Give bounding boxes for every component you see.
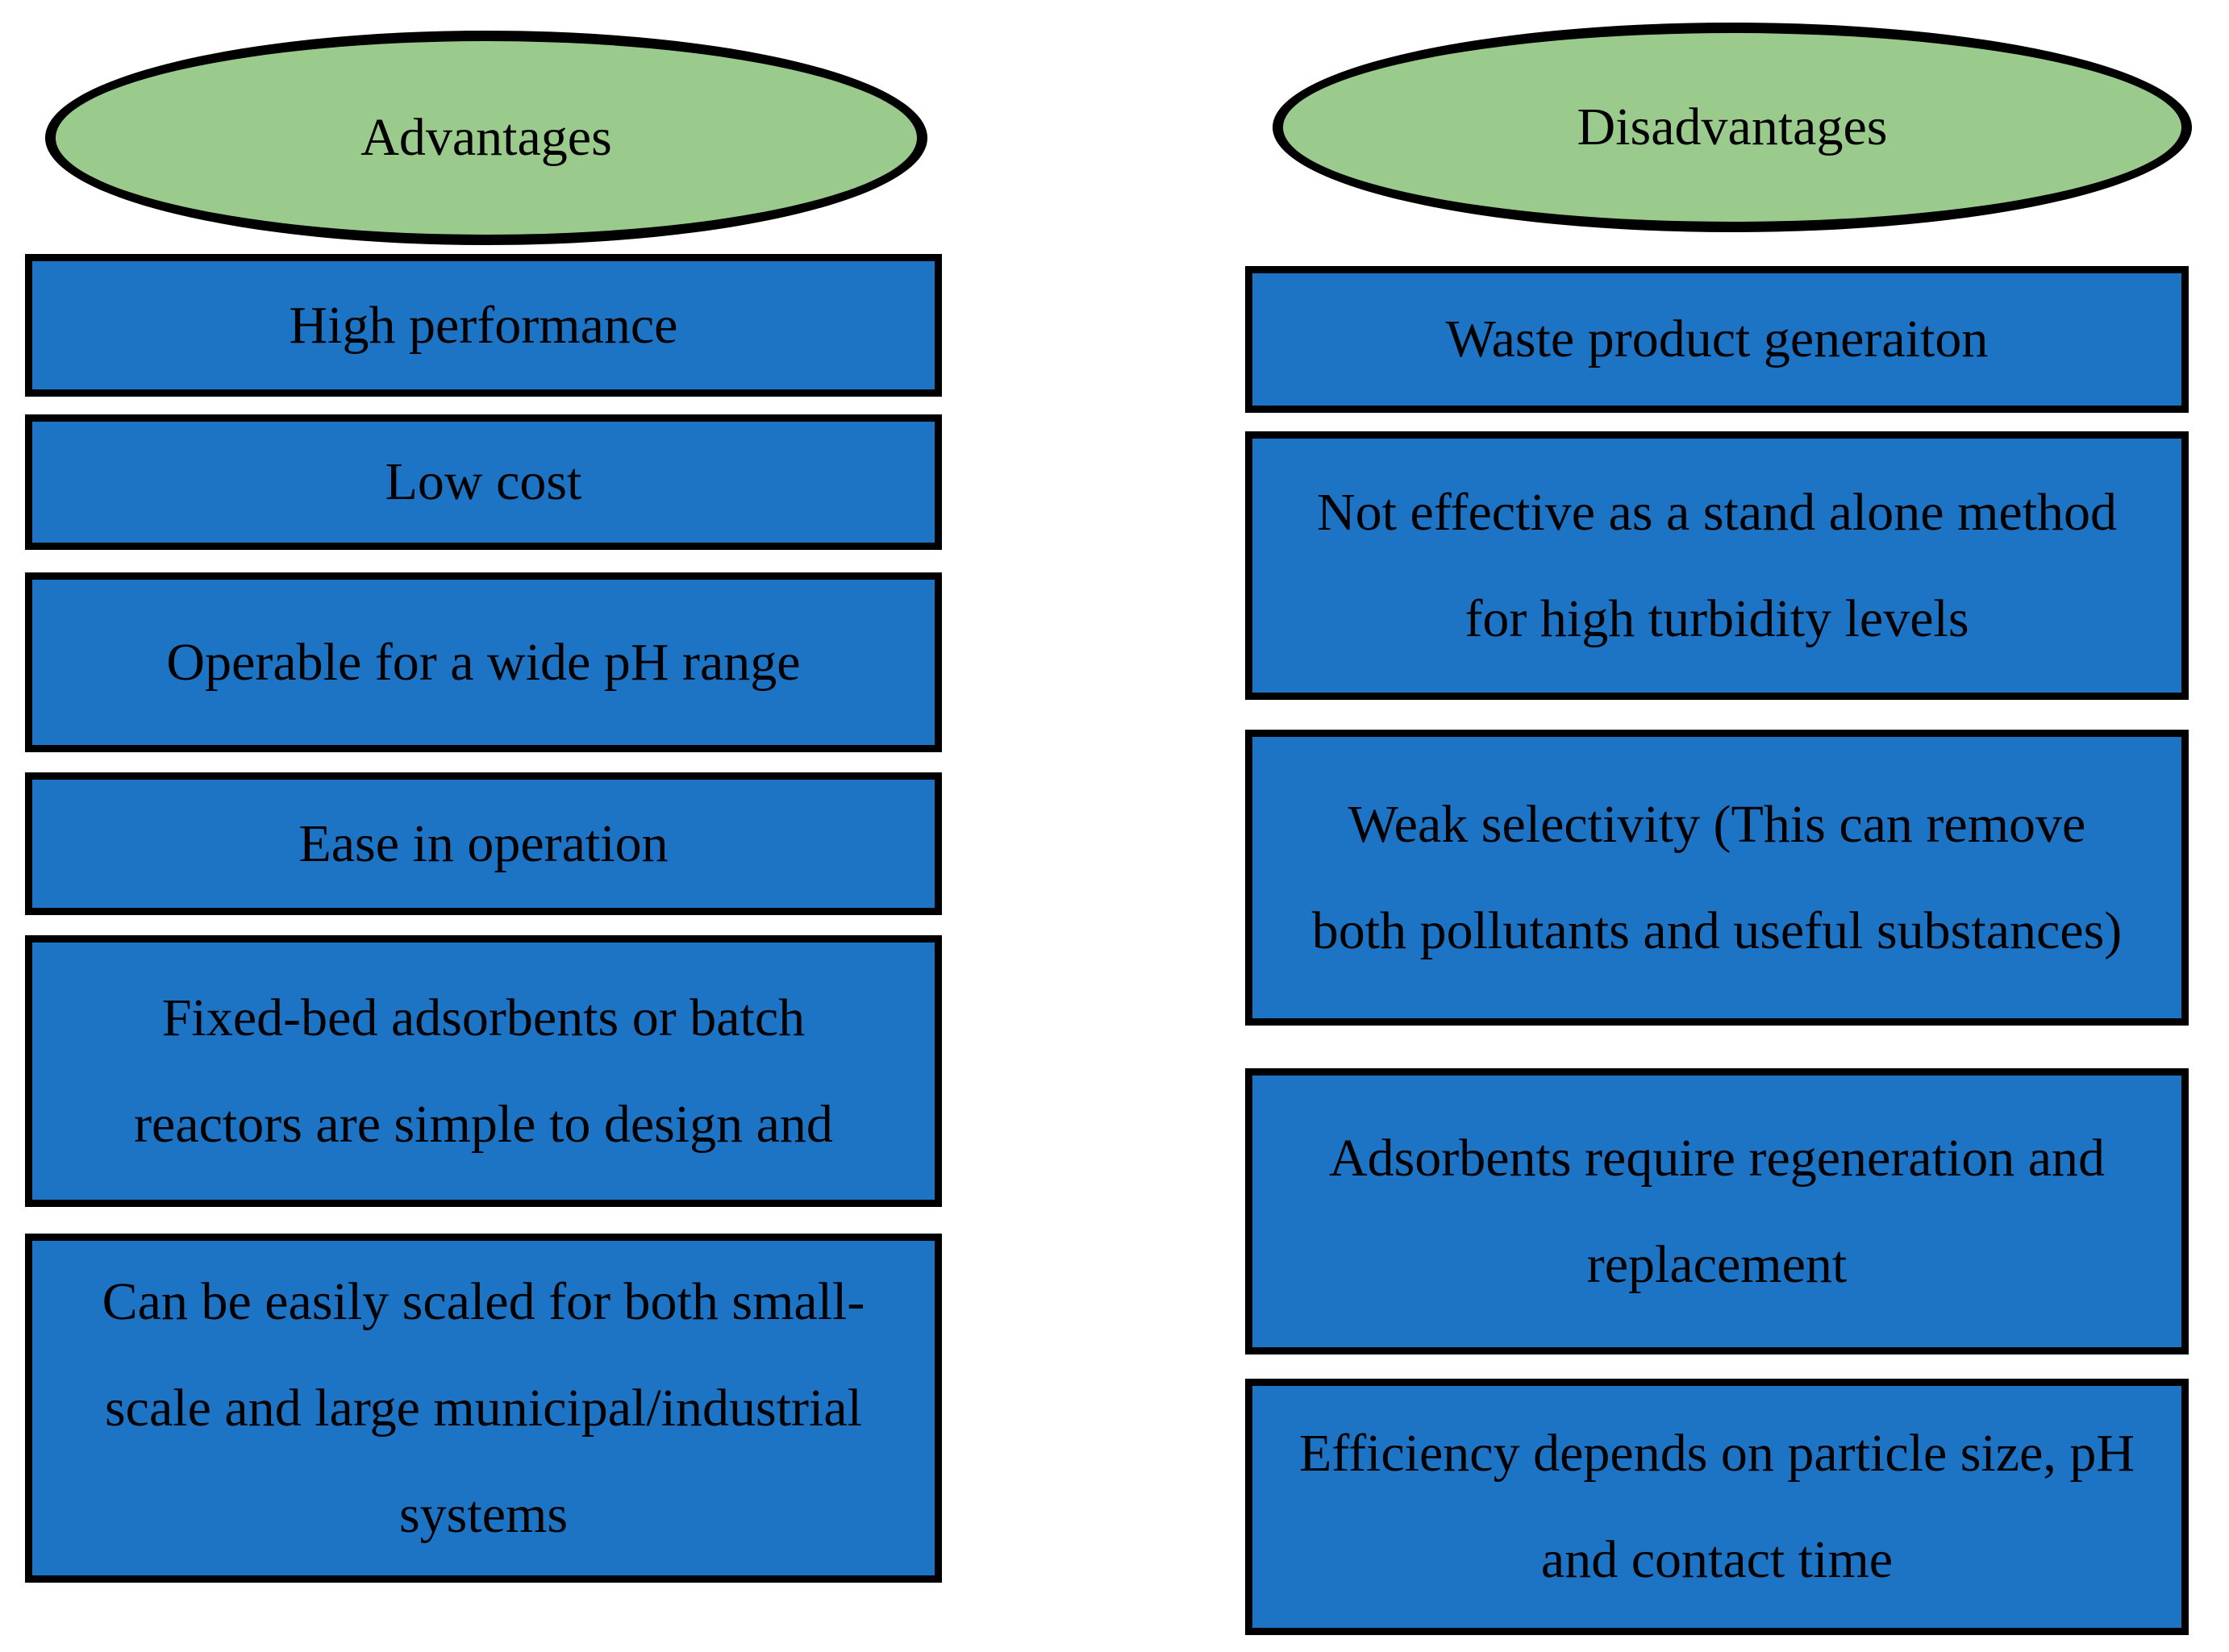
advantage-box-fixed-bed: Fixed-bed adsorbents or batch reactors a… bbox=[25, 935, 942, 1207]
disadvantage-box-regeneration: Adsorbents require regeneration and repl… bbox=[1245, 1068, 2189, 1354]
disadvantage-text: replacement bbox=[1586, 1234, 1848, 1294]
advantage-text: systems bbox=[398, 1484, 569, 1544]
advantage-box-low-cost: Low cost bbox=[25, 414, 942, 550]
advantage-text: Ease in operation bbox=[298, 814, 669, 873]
disadvantage-text: Not effective as a stand alone method bbox=[1316, 482, 2118, 542]
advantages-header-label: Advantages bbox=[360, 108, 612, 167]
advantages-header-ellipse: Advantages bbox=[45, 31, 927, 245]
disadvantage-box-not-standalone: Not effective as a stand alone method fo… bbox=[1245, 431, 2189, 700]
advantage-box-ease-operation: Ease in operation bbox=[25, 772, 942, 915]
disadvantage-box-weak-selectivity: Weak selectivity (This can remove both p… bbox=[1245, 730, 2189, 1026]
advantage-box-scalable: Can be easily scaled for both small- sca… bbox=[25, 1234, 942, 1583]
disadvantage-text: both pollutants and useful substances) bbox=[1311, 901, 2123, 960]
advantage-text: Fixed-bed adsorbents or batch bbox=[161, 988, 806, 1047]
advantage-text: scale and large municipal/industrial bbox=[105, 1378, 862, 1438]
disadvantage-text: Weak selectivity (This can remove bbox=[1348, 794, 2086, 854]
advantage-text: Low cost bbox=[385, 452, 582, 511]
disadvantage-box-waste: Waste product generaiton bbox=[1245, 266, 2189, 413]
disadvantage-text: for high turbidity levels bbox=[1464, 589, 1969, 648]
disadvantage-text: Adsorbents require regeneration and bbox=[1328, 1128, 2106, 1188]
advantage-text: Operable for a wide pH range bbox=[166, 632, 801, 692]
disadvantages-header-label: Disadvantages bbox=[1577, 98, 1888, 156]
disadvantage-text: and contact time bbox=[1540, 1530, 1894, 1589]
disadvantage-text: Efficiency depends on particle size, pH bbox=[1298, 1424, 2135, 1483]
disadvantages-header-ellipse: Disadvantages bbox=[1273, 23, 2192, 232]
disadvantage-box-efficiency: Efficiency depends on particle size, pH … bbox=[1245, 1379, 2189, 1635]
advantage-box-ph-range: Operable for a wide pH range bbox=[25, 572, 942, 752]
advantage-text: Can be easily scaled for both small- bbox=[102, 1271, 865, 1331]
advantage-box-high-performance: High performance bbox=[25, 254, 942, 397]
disadvantage-text: Waste product generaiton bbox=[1445, 310, 1989, 368]
advantage-text: reactors are simple to design and bbox=[134, 1094, 833, 1154]
advantage-text: High performance bbox=[289, 295, 678, 355]
